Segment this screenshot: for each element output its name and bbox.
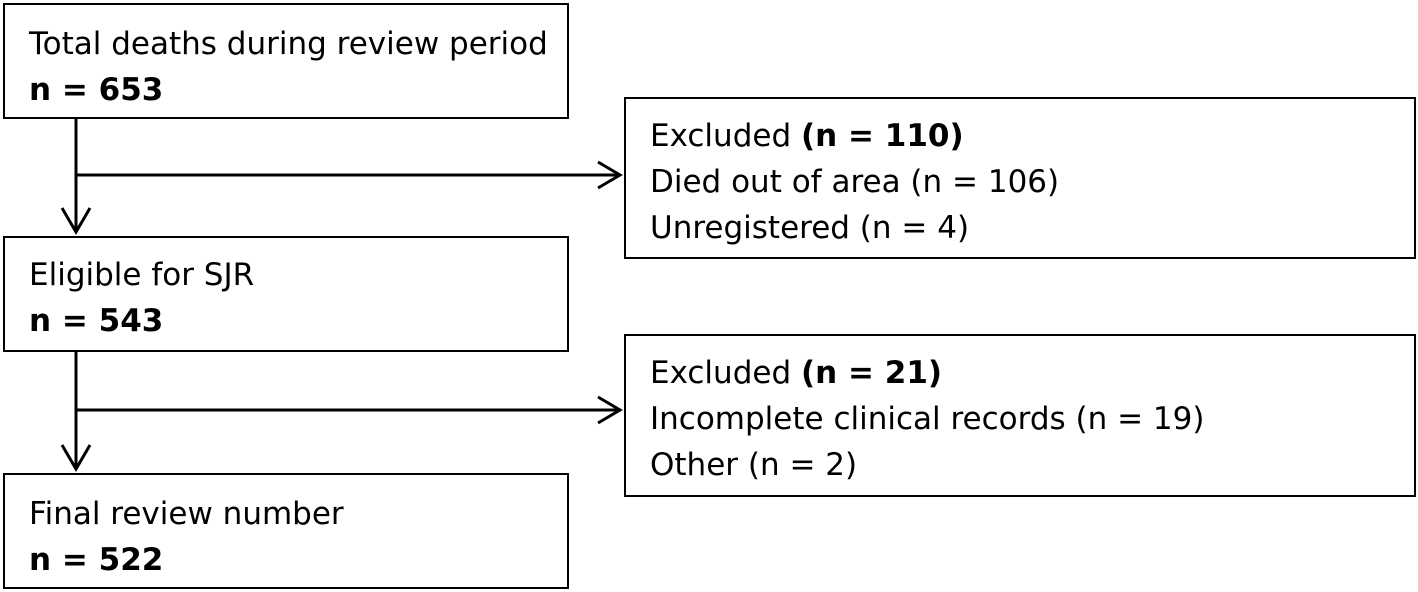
- excluded-2-reason-other: Other (n = 2): [650, 447, 858, 483]
- excluded-box-2: Excluded (n = 21) Incomplete clinical re…: [624, 334, 1416, 497]
- total-deaths-label: Total deaths during review period: [29, 26, 548, 62]
- excluded-1-count: (n = 110): [800, 118, 964, 154]
- final-review-box: Final review number n = 522: [3, 473, 569, 589]
- arrowhead-down-eligible: [60, 207, 92, 235]
- arrowhead-right-excluded-1: [597, 160, 623, 190]
- total-deaths-count: n = 653: [29, 72, 164, 108]
- eligible-box: Eligible for SJR n = 543: [3, 236, 569, 352]
- arrowhead-right-excluded-2: [597, 395, 623, 425]
- excluded-box-1: Excluded (n = 110) Died out of area (n =…: [624, 97, 1416, 259]
- excluded-1-label: Excluded: [650, 118, 801, 154]
- final-review-count: n = 522: [29, 542, 164, 578]
- total-deaths-box: Total deaths during review period n = 65…: [3, 3, 569, 119]
- excluded-1-reason-died-out-of-area: Died out of area (n = 106): [650, 164, 1060, 200]
- excluded-2-reason-incomplete-records: Incomplete clinical records (n = 19): [650, 401, 1205, 437]
- excluded-2-count: (n = 21): [800, 355, 943, 391]
- final-review-label: Final review number: [29, 496, 344, 532]
- excluded-2-label: Excluded: [650, 355, 801, 391]
- arrowhead-down-final: [60, 444, 92, 472]
- eligible-count: n = 543: [29, 303, 164, 339]
- excluded-1-reason-unregistered: Unregistered (n = 4): [650, 210, 970, 246]
- eligible-label: Eligible for SJR: [29, 257, 255, 293]
- excluded-1-heading: Excluded (n = 110): [650, 113, 1414, 159]
- excluded-2-heading: Excluded (n = 21): [650, 350, 1414, 396]
